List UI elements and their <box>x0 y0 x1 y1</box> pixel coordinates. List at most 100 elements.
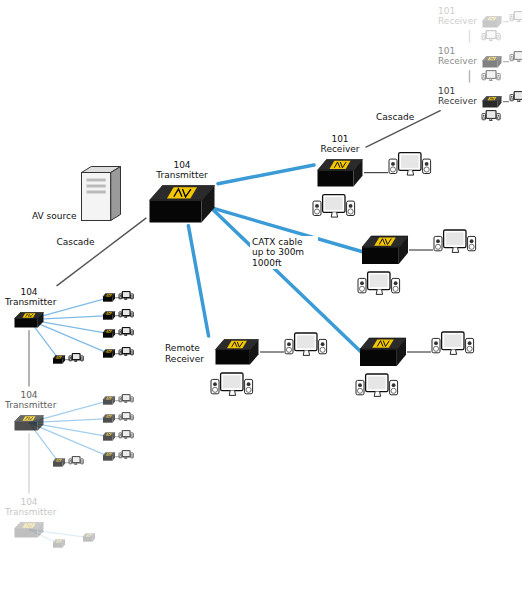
monitor-speakers <box>434 230 476 252</box>
logo <box>227 341 247 349</box>
catx-cable <box>188 226 208 336</box>
av-lead <box>409 250 433 251</box>
cable-note: CATX cable up to 300m 1000ft <box>250 236 318 269</box>
logo <box>106 312 112 314</box>
faded-receiver-outputs <box>482 92 522 121</box>
av-device <box>103 294 115 302</box>
logo <box>329 161 350 169</box>
av-device <box>150 185 215 222</box>
monitor-speakers <box>482 71 500 81</box>
logo <box>86 534 92 536</box>
av-device <box>15 415 44 430</box>
device-label: 104 Transmitter <box>4 286 54 309</box>
av-device <box>216 340 259 365</box>
device-label: 101 Receiver <box>437 85 479 108</box>
monitor-speakers <box>356 374 398 396</box>
monitor-speakers <box>119 451 133 459</box>
monitor-speakers <box>510 92 522 102</box>
av-device <box>15 312 44 327</box>
receiver-unit: 101 Receiver <box>436 84 503 109</box>
receiver-unit: 101 Receiver <box>316 132 364 188</box>
device-icon <box>317 159 363 187</box>
logo <box>106 330 112 332</box>
monitor-speakers <box>119 292 133 300</box>
logo <box>106 433 112 435</box>
monitor-speakers <box>119 431 133 439</box>
av-device <box>103 350 115 358</box>
av-lead <box>260 352 284 353</box>
device-icon <box>14 415 44 431</box>
logo <box>372 339 394 347</box>
cascade-link <box>469 31 470 42</box>
av-device <box>53 356 65 364</box>
device-label: Remote Receiver <box>164 342 212 365</box>
logo <box>167 187 197 198</box>
logo <box>56 459 62 461</box>
monitor-speakers <box>69 457 83 465</box>
transmitter-unit: 104 Transmitter <box>148 158 216 224</box>
faded-receiver-outputs <box>482 12 522 41</box>
av-device <box>103 433 115 441</box>
logo <box>22 416 35 421</box>
logo <box>22 523 35 528</box>
logo <box>106 415 112 417</box>
device-label: 104 Transmitter <box>153 159 211 182</box>
av-device <box>483 56 502 67</box>
transmitter-unit: 104 Transmitter <box>3 388 55 432</box>
av-lead <box>407 352 431 353</box>
device-icon <box>14 522 44 538</box>
monitor-speakers <box>432 332 474 354</box>
monitor-speakers <box>358 272 400 294</box>
monitor-speakers <box>119 413 133 421</box>
logo <box>106 294 112 296</box>
av-device <box>53 459 65 467</box>
monitor-speakers <box>69 354 83 362</box>
cascade-link <box>28 331 29 386</box>
device-icon <box>482 56 502 68</box>
cascade-link <box>469 71 470 82</box>
monitor-speakers <box>510 12 522 22</box>
device-icon <box>482 16 502 28</box>
device-label: 101 Receiver <box>317 133 363 156</box>
monitor-speakers <box>482 111 500 121</box>
monitor-speakers <box>119 395 133 403</box>
logo <box>488 97 497 100</box>
av-device <box>103 312 115 320</box>
logo <box>56 540 62 542</box>
logo <box>488 17 497 20</box>
logo <box>106 397 112 399</box>
av-device <box>103 453 115 461</box>
monitor-speakers <box>389 153 431 175</box>
receiver-unit: 101 Receiver <box>436 44 503 69</box>
logo <box>56 356 62 358</box>
catx-cable <box>211 208 364 355</box>
cascade-link <box>28 434 29 493</box>
transmitter-unit: 104 Transmitter <box>3 495 55 539</box>
edge-label: Cascade <box>374 112 416 122</box>
device-icon <box>482 96 502 108</box>
device-label: 101 Receiver <box>437 45 479 68</box>
computer-tower <box>81 167 120 221</box>
logo <box>374 237 396 245</box>
monitor-speakers <box>119 348 133 356</box>
logo <box>106 350 112 352</box>
catx-cable <box>218 165 314 184</box>
av-device <box>362 236 408 264</box>
av-device <box>483 96 502 107</box>
av-device <box>103 330 115 338</box>
av-device <box>318 159 363 186</box>
cascade-link <box>57 218 146 285</box>
faded-receiver-outputs <box>482 52 522 81</box>
device-icon <box>149 185 215 223</box>
monitor-speakers <box>211 373 253 395</box>
transmitter-unit: 104 Transmitter <box>3 285 55 329</box>
monitor-speakers <box>313 195 355 217</box>
monitor-speakers <box>482 31 500 41</box>
receiver-unit: 101 Receiver <box>436 4 503 29</box>
av-device <box>53 540 65 548</box>
av-device <box>103 397 115 405</box>
av-lead <box>364 172 388 173</box>
logo <box>106 453 112 455</box>
monitor-speakers <box>119 310 133 318</box>
receiver-unit: Remote Receiver <box>163 338 260 366</box>
